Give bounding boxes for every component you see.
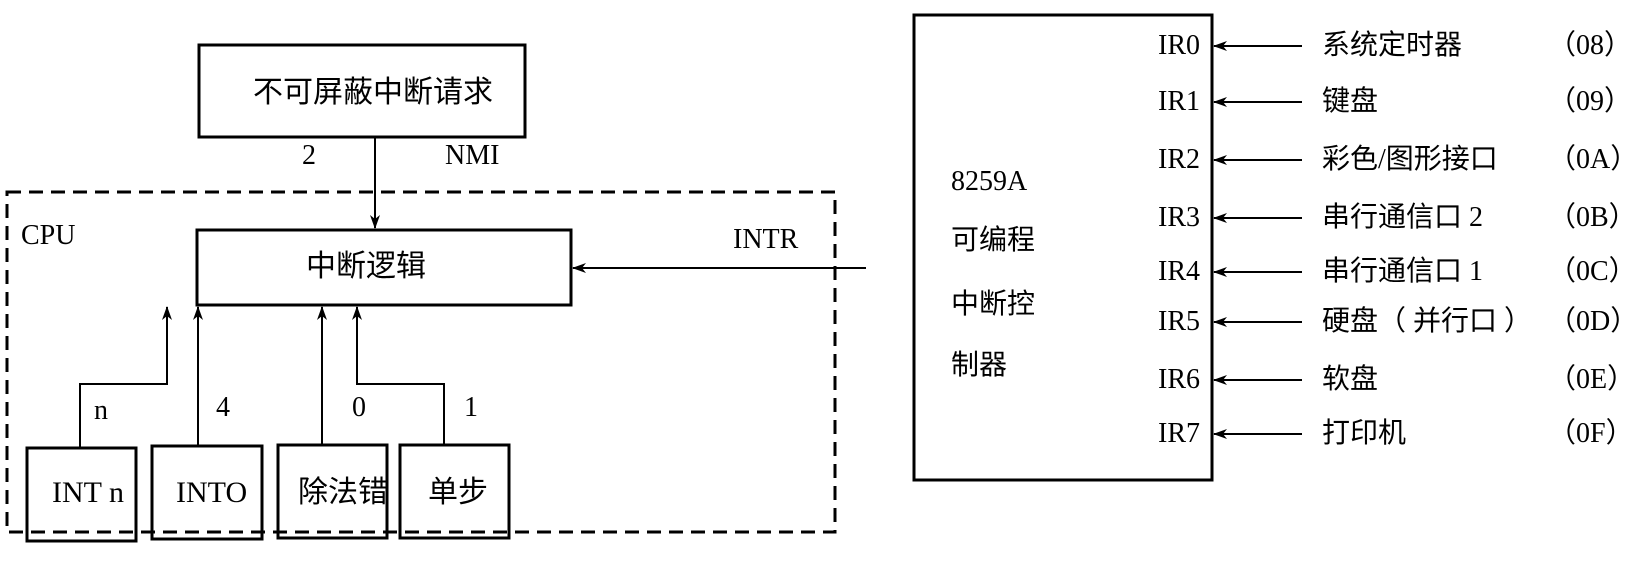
source-label-int-n: INT n xyxy=(52,476,124,509)
ir-pin-label: IR4 xyxy=(1158,256,1200,287)
interrupt-logic-box xyxy=(195,228,573,307)
pic-title-line-4: 制器 xyxy=(951,350,1008,381)
ir-vector-label: （0D） xyxy=(1548,306,1639,337)
source-label-single-step: 单步 xyxy=(428,476,488,509)
ir-pin-label: IR2 xyxy=(1158,144,1200,175)
ir-vector-label: （0A） xyxy=(1548,144,1639,175)
source-box-int-n xyxy=(25,446,138,543)
cpu-boundary xyxy=(5,190,837,534)
ir-device-label: 串行通信口 2 xyxy=(1322,202,1484,233)
source-box-into xyxy=(150,444,264,541)
ir-vector-label: （0E） xyxy=(1548,364,1636,395)
cpu-label: CPU xyxy=(21,220,76,251)
vector-label-into: 4 xyxy=(216,392,230,423)
ir-pin-label: IR0 xyxy=(1158,30,1200,61)
ir-vector-label: （09） xyxy=(1548,86,1633,117)
source-label-into: INTO xyxy=(176,476,248,509)
vector-label-divide-error: 0 xyxy=(352,392,366,423)
source-box-single-step xyxy=(398,443,511,540)
pic-title-line-1: 8259A xyxy=(951,166,1028,197)
ir-pin-label: IR7 xyxy=(1158,418,1200,449)
pic-title-line-2: 可编程 xyxy=(951,225,1036,256)
ir-device-label: 串行通信口 1 xyxy=(1322,256,1484,287)
source-box-divide-error xyxy=(276,443,389,540)
intr-signal-label: INTR xyxy=(733,224,799,255)
source-label-divide-error: 除法错 xyxy=(298,476,388,509)
nmi-source-box xyxy=(197,43,527,139)
ir-device-label: 键盘 xyxy=(1322,86,1379,117)
ir-device-label: 硬盘（ 并行口 ） xyxy=(1322,306,1533,337)
nmi-source-label: 不可屏蔽中断请求 xyxy=(253,76,493,109)
nmi-signal-label: NMI xyxy=(445,140,500,171)
ir-pin-label: IR6 xyxy=(1158,364,1200,395)
pic-title-line-3: 中断控 xyxy=(951,289,1036,320)
ir-vector-label: （08） xyxy=(1548,30,1633,61)
ir-pin-label: IR1 xyxy=(1158,86,1200,117)
interrupt-logic-label: 中断逻辑 xyxy=(306,250,426,283)
ir-device-label: 打印机 xyxy=(1322,418,1407,449)
ir-device-label: 彩色/图形接口 xyxy=(1322,144,1498,175)
arrow-single-step xyxy=(352,306,445,445)
vector-label-int-n: n xyxy=(94,395,108,426)
vector-label-single-step: 1 xyxy=(464,392,478,423)
ir-device-label: 软盘 xyxy=(1322,364,1379,395)
ir-pin-label: IR5 xyxy=(1158,306,1200,337)
ir-pin-label: IR3 xyxy=(1158,202,1200,233)
ir-vector-label: （0B） xyxy=(1548,202,1637,233)
ir-vector-label: （0F） xyxy=(1548,418,1634,449)
ir-arrows xyxy=(1213,41,1302,439)
pic-8259a-box xyxy=(912,13,1214,482)
nmi-vector-label: 2 xyxy=(302,140,316,171)
arrow-int-n xyxy=(79,306,172,448)
ir-vector-label: （0C） xyxy=(1548,256,1637,287)
ir-device-label: 系统定时器 xyxy=(1322,30,1463,61)
